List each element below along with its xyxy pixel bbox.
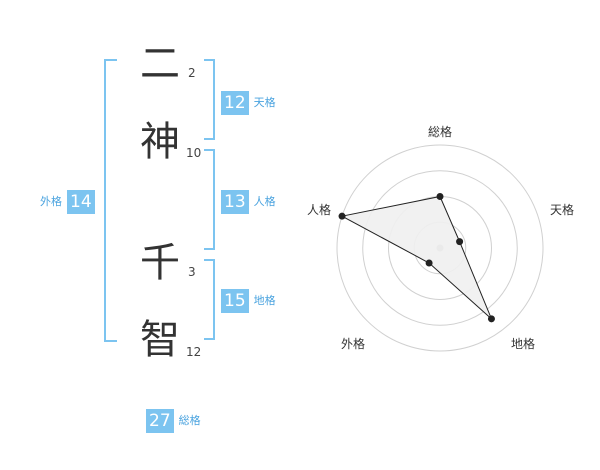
radar-axis-label-2: 地格: [511, 337, 536, 351]
name-char-1: 二: [140, 41, 180, 87]
name-char-3: 千: [140, 240, 180, 286]
radar-point-4: [338, 212, 346, 220]
sou-value: 27: [146, 409, 174, 433]
chi-bracket: [204, 259, 215, 340]
radar-point-0: [436, 193, 444, 200]
jin-fortune: 13 人格: [221, 190, 276, 214]
chi-label: 地格: [253, 294, 276, 307]
radar-axis-label-1: 天格: [550, 203, 575, 217]
jin-label: 人格: [253, 195, 276, 208]
radar-series-polygon: [340, 195, 492, 320]
radar-point-2: [487, 315, 495, 323]
stroke-count-4: 12: [186, 345, 202, 359]
name-char-4: 智: [140, 317, 180, 363]
gai-bracket: [104, 59, 117, 342]
ten-bracket: [204, 59, 215, 140]
radar-axis-label-3: 外格: [341, 337, 366, 351]
stroke-count-2: 10: [186, 146, 202, 160]
radar-grid-ring: [362, 170, 518, 326]
stroke-count-3: 3: [188, 265, 196, 279]
ten-label: 天格: [253, 96, 276, 109]
radar-grid-ring: [336, 144, 544, 352]
jin-bracket: [204, 149, 215, 250]
ten-value: 12: [221, 91, 249, 115]
gai-label: 外格: [40, 195, 62, 208]
sou-fortune: 27 総格: [146, 409, 201, 433]
jin-value: 13: [221, 190, 249, 214]
gai-fortune: 外格 14: [40, 190, 95, 214]
chi-fortune: 15 地格: [221, 289, 276, 313]
chi-value: 15: [221, 289, 249, 313]
radar-axis-label-4: 人格: [307, 203, 332, 217]
radar-point-3: [425, 259, 433, 267]
gai-value: 14: [67, 190, 95, 214]
stroke-count-1: 2: [188, 66, 196, 80]
radar-point-1: [456, 238, 464, 246]
name-char-2: 神: [140, 119, 180, 165]
radar-axis-label-0: 総格: [428, 125, 453, 139]
ten-fortune: 12 天格: [221, 91, 276, 115]
sou-label: 総格: [178, 414, 201, 427]
